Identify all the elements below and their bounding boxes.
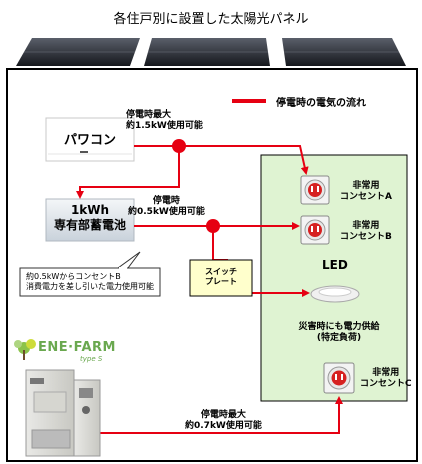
flow-lines <box>76 145 343 434</box>
outlet-c-line2: コンセントC <box>360 379 412 389</box>
pc-output-line2: 約1.5kW使用可能 <box>126 121 203 131</box>
junction-battery <box>206 219 220 233</box>
outlet-b-label: 非常用 コンセントB <box>340 221 392 243</box>
enefarm-unit <box>25 369 101 457</box>
power-conditioner <box>45 117 135 162</box>
junction-pc <box>172 139 186 153</box>
outlet-a-graphic <box>300 175 330 205</box>
flow-to-outlet-a <box>270 145 309 175</box>
callout-text: 約0.5kWからコンセントB 消費電力を差し引いた電力使用可能 <box>26 272 154 292</box>
switch-plate-line1: スイッチ <box>205 267 237 276</box>
outlet-a-line1: 非常用 <box>352 181 380 191</box>
enefarm-output-line1: 停電時最大 <box>200 410 246 420</box>
specific-load-area <box>260 154 408 402</box>
switch-plate-label: スイッチ プレート <box>190 267 252 287</box>
led-light-graphic <box>310 285 360 303</box>
switch-plate-line2: プレート <box>205 277 237 286</box>
outlet-b-graphic <box>300 215 330 245</box>
battery-capacity: 1kWh <box>70 203 110 217</box>
battery-name: 専有部蓄電池 <box>53 218 126 232</box>
outlet-c-line1: 非常用 <box>372 368 400 378</box>
disaster-note-line2: (特定負荷) <box>316 333 362 343</box>
diagram-title: 各住戸別に設置した太陽光パネル <box>113 12 309 27</box>
outlet-a-line2: コンセントA <box>340 192 392 202</box>
legend-label: 停電時の電気の流れ <box>276 98 366 109</box>
pc-output-text: 停電時最大 約1.5kW使用可能 <box>126 110 203 132</box>
switch-plate-box <box>189 259 253 297</box>
battery-unit <box>45 198 135 242</box>
enefarm-type-text: type S <box>80 355 103 363</box>
outlet-b-line1: 非常用 <box>352 221 380 231</box>
outlet-b-line2: コンセントB <box>340 232 392 242</box>
enefarm-logo-text: ENE·FARM <box>38 340 116 355</box>
outlet-c-graphic <box>323 362 355 394</box>
enefarm-output-text: 停電時最大 約0.7kW使用可能 <box>185 410 262 432</box>
callout-bubble <box>19 251 161 297</box>
battery-output-line2: 約0.5kW使用可能 <box>128 207 205 217</box>
flow-pc-down <box>76 146 180 199</box>
disaster-note-line1: 災害時にも電力供給 <box>298 322 380 332</box>
battery-output-text: 停電時 約0.5kW使用可能 <box>128 196 205 218</box>
enefarm-leaf-icon <box>14 339 36 360</box>
enefarm-output-line2: 約0.7kW使用可能 <box>185 421 262 431</box>
battery-output-line1: 停電時 <box>152 196 180 206</box>
house-outline <box>6 68 418 462</box>
outlet-a-label: 非常用 コンセントA <box>340 181 392 203</box>
callout-line1: 約0.5kWからコンセントB <box>26 272 121 281</box>
outlet-c-label: 非常用 コンセントC <box>360 368 412 390</box>
pc-output-line1: 停電時最大 <box>126 110 172 120</box>
led-label: LED <box>322 258 348 272</box>
disaster-note: 災害時にも電力供給 (特定負荷) <box>296 322 382 344</box>
flow-enefarm-to-c <box>99 396 343 434</box>
battery-label: 1kWh 専有部蓄電池 <box>46 203 134 233</box>
solar-panels <box>16 38 406 66</box>
power-conditioner-label: パワコン <box>63 133 116 148</box>
callout-line2: 消費電力を差し引いた電力使用可能 <box>26 282 154 291</box>
